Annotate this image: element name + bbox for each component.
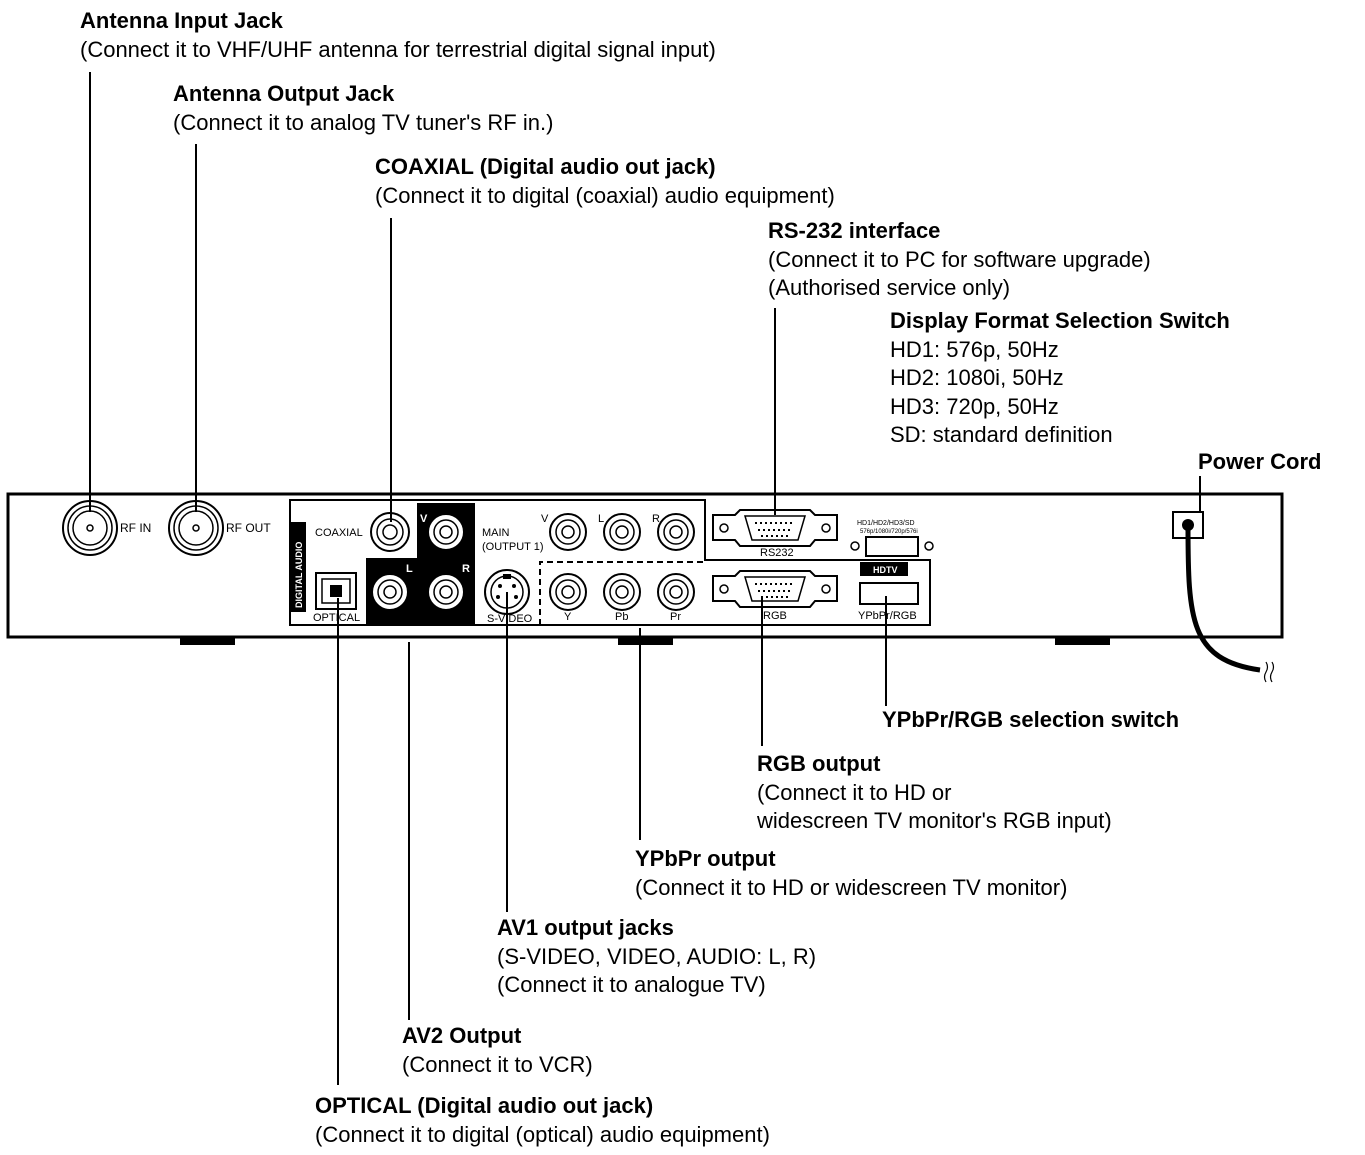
digital-audio-tag [290, 522, 306, 612]
leader-lines [89, 72, 1201, 1085]
optical-panel-label: OPTICAL [313, 612, 360, 624]
av2-r-jack [427, 573, 465, 611]
callout-title: AV2 Output [402, 1023, 522, 1048]
foot [1055, 637, 1110, 645]
ypbpr-dashed-box [539, 561, 705, 625]
callout-rgb-output: RGB output (Connect it to HD or widescre… [757, 750, 1112, 836]
callout-title: YPbPr output [635, 846, 776, 871]
coaxial-panel-label: COAXIAL [315, 527, 363, 539]
av1-r-label: R [652, 513, 660, 525]
av1-r-jack [657, 513, 695, 551]
rs232-connector [712, 509, 838, 547]
av2-v-jack [427, 513, 465, 551]
av2-v-label: V [420, 513, 428, 525]
rgb-connector [712, 570, 838, 608]
av2-l-label: L [406, 563, 413, 575]
callout-ypbpr-switch: YPbPr/RGB selection switch [882, 706, 1179, 735]
av1-v-jack [549, 513, 587, 551]
y-jack [549, 573, 587, 611]
s-video-panel-label: S-VIDEO [487, 613, 533, 625]
callout-desc: (Connect it to HD or [757, 779, 952, 805]
callout-title: Antenna Input Jack [80, 8, 283, 33]
callout-desc: (Connect it to VCR) [402, 1051, 593, 1077]
rf-out-label: RF OUT [226, 521, 271, 535]
pb-panel-label: Pb [615, 611, 628, 623]
callout-desc: (Connect it to VHF/UHF antenna for terre… [80, 36, 716, 62]
callout-title: OPTICAL (Digital audio out jack) [315, 1093, 654, 1118]
callout-rs232: RS-232 interface (Connect it to PC for s… [768, 217, 1151, 303]
callout-desc: (Connect it to analog TV tuner's RF in.) [173, 109, 554, 135]
callout-desc: (S-VIDEO, VIDEO, AUDIO: L, R) [497, 943, 817, 969]
pr-jack [657, 573, 695, 611]
digital-audio-label: DIGITAL AUDIO [294, 542, 304, 608]
callout-desc: (Connect it to analogue TV) [497, 972, 766, 998]
callout-title: COAXIAL (Digital audio out jack) [375, 154, 716, 179]
callout-desc: widescreen TV monitor's RGB input) [757, 808, 1112, 834]
callout-desc: (Connect it to digital (optical) audio e… [315, 1121, 770, 1147]
hdtv-label: HDTV [873, 565, 898, 575]
power-cord [1172, 511, 1275, 683]
av-panel-outline [289, 499, 931, 626]
rgb-panel-label: RGB [763, 610, 787, 622]
callout-title: RGB output [757, 751, 881, 776]
ypbpr-rgb-switch [859, 582, 919, 605]
callout-desc: HD1: 576p, 50Hz [890, 336, 1059, 362]
main-label: MAIN [482, 527, 510, 539]
callout-power-cord: Power Cord [1198, 448, 1321, 477]
callout-antenna-input: Antenna Input Jack (Connect it to VHF/UH… [80, 7, 716, 64]
callout-av2: AV2 Output (Connect it to VCR) [402, 1022, 593, 1079]
callout-desc: HD3: 720p, 50Hz [890, 393, 1059, 419]
callout-title: Power Cord [1198, 449, 1322, 474]
hdtv-badge [860, 562, 908, 576]
callout-desc: SD: standard definition [890, 422, 1113, 448]
callout-title: RS-232 interface [768, 218, 941, 243]
ypbpr-rgb-panel-label: YPbPr/RGB [858, 610, 917, 622]
pr-panel-label: Pr [670, 611, 681, 623]
callout-desc: (Connect it to digital (coaxial) audio e… [375, 182, 835, 208]
callout-title: Antenna Output Jack [173, 81, 395, 106]
av1-v-label: V [541, 513, 549, 525]
callout-antenna-output: Antenna Output Jack (Connect it to analo… [173, 80, 553, 137]
hd-switch-label-2: 576p/1080i/720p/576i [860, 529, 918, 535]
rf-in-jack [62, 500, 118, 556]
callout-desc: (Connect it to HD or widescreen TV monit… [635, 874, 1068, 900]
callout-title: YPbPr/RGB selection switch [882, 707, 1180, 732]
callout-display-format: Display Format Selection Switch HD1: 576… [890, 307, 1230, 450]
callout-title: AV1 output jacks [497, 915, 674, 940]
callout-desc: (Connect it to PC for software upgrade) [768, 246, 1151, 272]
callout-desc: HD2: 1080i, 50Hz [890, 365, 1064, 391]
output1-label: (OUTPUT 1) [482, 541, 544, 553]
av1-l-label: L [598, 513, 604, 525]
av2-r-label: R [462, 563, 470, 575]
callout-title: Display Format Selection Switch [890, 308, 1230, 333]
callout-optical: OPTICAL (Digital audio out jack) (Connec… [315, 1092, 770, 1149]
callout-desc: (Authorised service only) [768, 275, 1011, 301]
foot [618, 637, 673, 645]
hd-switch-label-1: HD1/HD2/HD3/SD [857, 520, 915, 527]
optical-jack [315, 572, 357, 610]
av1-l-jack [603, 513, 641, 551]
pb-jack [603, 573, 641, 611]
y-panel-label: Y [564, 611, 572, 623]
callout-av1: AV1 output jacks (S-VIDEO, VIDEO, AUDIO:… [497, 914, 816, 1000]
foot [180, 637, 235, 645]
display-format-switch [850, 536, 934, 557]
rf-in-label: RF IN [120, 521, 151, 535]
av2-l-jack [371, 573, 409, 611]
callout-ypbpr-output: YPbPr output (Connect it to HD or widesc… [635, 845, 1067, 902]
callout-coaxial: COAXIAL (Digital audio out jack) (Connec… [375, 153, 835, 210]
rs232-panel-label: RS232 [760, 547, 794, 559]
